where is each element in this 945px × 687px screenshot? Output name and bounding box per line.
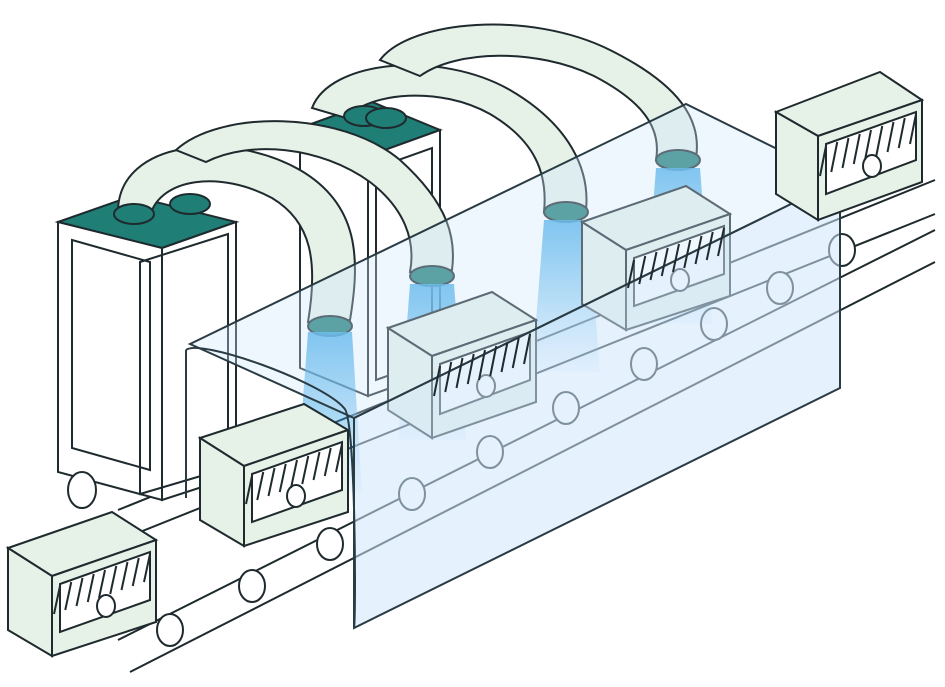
barcode-stripe — [335, 443, 343, 473]
barcode-stripe — [523, 333, 531, 365]
barcode-stripe — [120, 561, 129, 591]
curved-air-duct-icon — [113, 23, 701, 337]
barcode-stripe — [455, 357, 464, 389]
barcode-stripe — [705, 231, 714, 261]
barcode-box-icon — [773, 70, 925, 222]
barcode-stripe — [694, 235, 703, 265]
barcode-stripe — [886, 121, 895, 153]
barcode-stripe — [683, 239, 692, 269]
barcode-stripe — [245, 475, 253, 505]
barcode-stripe — [500, 341, 509, 373]
barcode-stripes — [53, 113, 917, 615]
barcode-stripe — [511, 337, 520, 369]
tunnel-entry-frame — [185, 347, 356, 629]
barcode-stripe — [672, 243, 680, 273]
roller — [316, 527, 344, 561]
barcode-stripe — [433, 365, 441, 397]
barcode-stripe — [897, 117, 906, 149]
barcode-stripe — [86, 573, 95, 603]
barcode-stripe — [256, 471, 265, 501]
barcode-stripe — [852, 133, 861, 165]
barcode-stripe — [98, 569, 106, 599]
barcode-stripe — [323, 447, 332, 477]
barcode-stripe — [638, 255, 647, 285]
barcode-stripe — [717, 227, 725, 257]
barcode-stripe — [830, 141, 839, 173]
barcode-box-icon — [5, 510, 159, 658]
barcode-stripe — [489, 345, 498, 377]
barcode-stripe — [267, 467, 276, 497]
barcode-stripe — [649, 251, 658, 281]
barcode-stripe — [109, 565, 118, 595]
barcode-stripe — [53, 585, 61, 615]
barcode-stripe — [819, 145, 827, 177]
barcode-stripe — [466, 353, 475, 385]
barcode-stripe — [290, 459, 298, 489]
barcode-stripe — [864, 129, 872, 161]
barcode-box-icon — [197, 402, 351, 548]
barcode-stripe — [312, 451, 321, 481]
barcode-stripe — [143, 553, 151, 583]
barcode-stripe — [64, 581, 73, 611]
roller — [156, 613, 184, 647]
barcode-stripe — [627, 259, 635, 289]
roller — [238, 569, 266, 603]
barcode-stripe — [75, 577, 84, 607]
barcode-stripe — [909, 113, 917, 145]
boxes-outside-tunnel — [5, 70, 925, 658]
barcode-stripe — [131, 557, 140, 587]
barcode-stripe — [841, 137, 850, 169]
barcode-stripe — [278, 463, 287, 493]
barcode-stripe — [660, 247, 669, 277]
barcode-stripe — [301, 455, 310, 485]
barcode-stripe — [478, 349, 486, 381]
barcode-stripe — [444, 361, 453, 393]
barcode-stripe — [875, 125, 884, 157]
